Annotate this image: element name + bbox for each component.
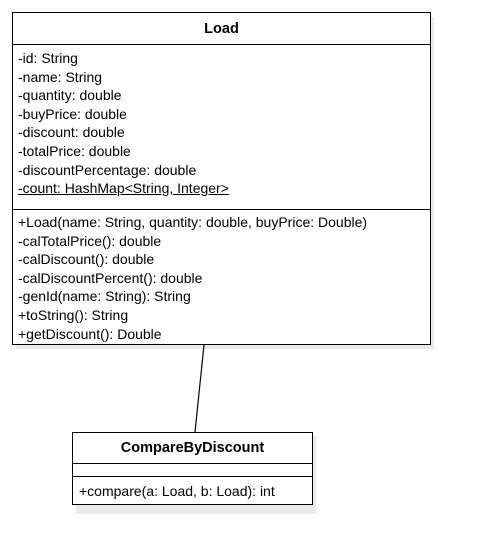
compare-by-discount-class-box[interactable]: CompareByDiscount +compare(a: Load, b: L… [72,432,313,505]
load-method-member: -genId(name: String): String [18,288,191,305]
load-attribute-member: -id: String [18,50,78,66]
load-attribute-member: -discount: double [18,124,125,141]
load-method-member: -calDiscount(): double [18,251,155,268]
load-attribute-member: -name: String [18,68,103,85]
load-method-member: +getDiscount(): Double [18,325,162,342]
load-method-member: +toString(): String [18,306,129,323]
load-methods-section: +Load(name: String, quantity: double, bu… [13,210,430,343]
compare-by-discount-class-name: CompareByDiscount [73,433,312,464]
load-class-box[interactable]: Load -id: String -name: String -quantity: … [12,12,431,345]
load-attribute-member: -discountPercentage: double [18,161,197,178]
load-attribute-member: -count: HashMap<String, Integer> [18,180,229,197]
load-attribute-member: -totalPrice: double [18,142,131,159]
compare-by-discount-attributes-section [73,464,312,477]
compare-method-member: +compare(a: Load, b: Load): int [79,483,275,499]
load-attributes-section: -id: String -name: String -quantity: doubl… [13,45,430,210]
load-class-name: Load [13,13,430,45]
load-method-member: -calTotalPrice(): double [18,232,162,249]
load-attribute-member: -quantity: double [18,87,122,104]
load-method-member: -calDiscountPercent(): double [18,269,203,286]
compare-by-discount-methods-section: +compare(a: Load, b: Load): int [73,477,312,501]
association-line [194,344,205,433]
load-method-member: +Load(name: String, quantity: double, bu… [18,214,368,230]
load-attribute-member: -buyPrice: double [18,105,127,122]
